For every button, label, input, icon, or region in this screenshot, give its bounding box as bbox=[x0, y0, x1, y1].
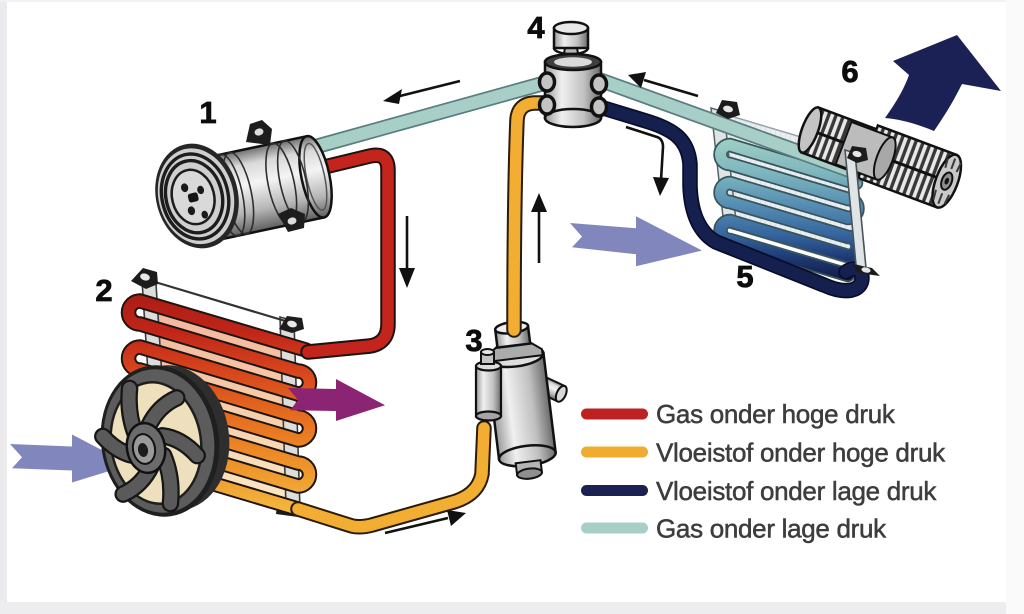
pipe-liquid-high-riser bbox=[506, 95, 554, 338]
flow-arrow-to-compressor bbox=[383, 79, 461, 104]
condenser-air-out-arrow bbox=[288, 379, 385, 422]
flow-arrow-up-yellow bbox=[531, 193, 547, 263]
legend-item-gas-high: Gas onder hoge druk bbox=[581, 399, 896, 429]
left-border-strip bbox=[0, 0, 7, 614]
legend-item-gas-low: Gas onder lage druk bbox=[581, 513, 888, 544]
label-receiver: 3 bbox=[465, 323, 482, 358]
bottom-border-strip bbox=[0, 602, 1024, 614]
component-labels: 1 2 3 4 5 6 bbox=[95, 10, 859, 359]
evaporator-coil bbox=[713, 137, 865, 283]
flow-arrow-right-yellow bbox=[384, 510, 466, 535]
top-border-strip bbox=[0, 0, 1024, 2]
flow-arrow-to-valve bbox=[628, 72, 699, 98]
legend-item-liquid-low: Vloeistof onder lage druk bbox=[581, 476, 938, 506]
pipe-liquid-high-bottom bbox=[290, 420, 492, 535]
blower-face-slots bbox=[932, 157, 962, 205]
blower-air-out-arrow bbox=[885, 35, 1001, 131]
condenser-frame-line bbox=[154, 280, 293, 325]
label-expansion-valve: 4 bbox=[527, 10, 545, 45]
evaporator-left-bracket bbox=[716, 100, 740, 119]
legend-swatch-gas-high bbox=[581, 408, 648, 420]
evaporator-air-arrow bbox=[570, 216, 702, 267]
legend-swatch-liquid-low bbox=[581, 485, 648, 496]
legend-label-gas-low: Gas onder lage druk bbox=[656, 514, 887, 544]
legend-label-liquid-high: Vloeistof onder hoge druk bbox=[656, 438, 946, 468]
blower bbox=[797, 105, 963, 209]
legend-item-liquid-high: Vloeistof onder hoge druk bbox=[581, 437, 947, 468]
expansion-valve-ports bbox=[537, 71, 609, 118]
condenser-right-bracket bbox=[279, 316, 304, 333]
evaporator-bottom-bracket bbox=[852, 264, 880, 276]
flow-arrow-into-evaporator bbox=[625, 125, 669, 196]
label-compressor: 1 bbox=[199, 95, 216, 130]
flow-arrows bbox=[383, 72, 699, 535]
label-blower: 6 bbox=[841, 54, 858, 89]
expansion-valve bbox=[537, 20, 609, 129]
label-evaporator: 5 bbox=[736, 259, 753, 294]
compressor-pulley bbox=[155, 143, 239, 249]
condenser-left-bracket bbox=[131, 268, 158, 289]
right-border-strip bbox=[1006, 0, 1024, 614]
pipe-gas-high bbox=[300, 147, 396, 360]
condenser-fan bbox=[94, 365, 230, 517]
pipe-liquid-low bbox=[592, 99, 870, 299]
evaporator-top-right-bracket bbox=[847, 146, 868, 163]
compressor bbox=[155, 120, 333, 249]
legend-label-liquid-low: Vloeistof onder lage druk bbox=[656, 476, 937, 506]
compressor-top-bracket bbox=[246, 120, 272, 145]
receiver-sight-glass bbox=[474, 348, 503, 422]
pipe-gas-low-to-compressor bbox=[310, 75, 553, 154]
flow-arrow-down-red bbox=[399, 216, 415, 288]
condenser-coil bbox=[120, 293, 318, 517]
compressor-bottom-bracket bbox=[278, 208, 305, 232]
legend: Gas onder hoge druk Vloeistof onder hoge… bbox=[581, 399, 947, 544]
legend-swatch-gas-low bbox=[581, 522, 648, 534]
legend-swatch-liquid-high bbox=[581, 446, 648, 458]
fan-hub bbox=[125, 421, 167, 475]
legend-label-gas-high: Gas onder hoge druk bbox=[656, 399, 896, 429]
fan-air-arrow bbox=[10, 434, 130, 483]
label-condenser: 2 bbox=[95, 273, 112, 308]
